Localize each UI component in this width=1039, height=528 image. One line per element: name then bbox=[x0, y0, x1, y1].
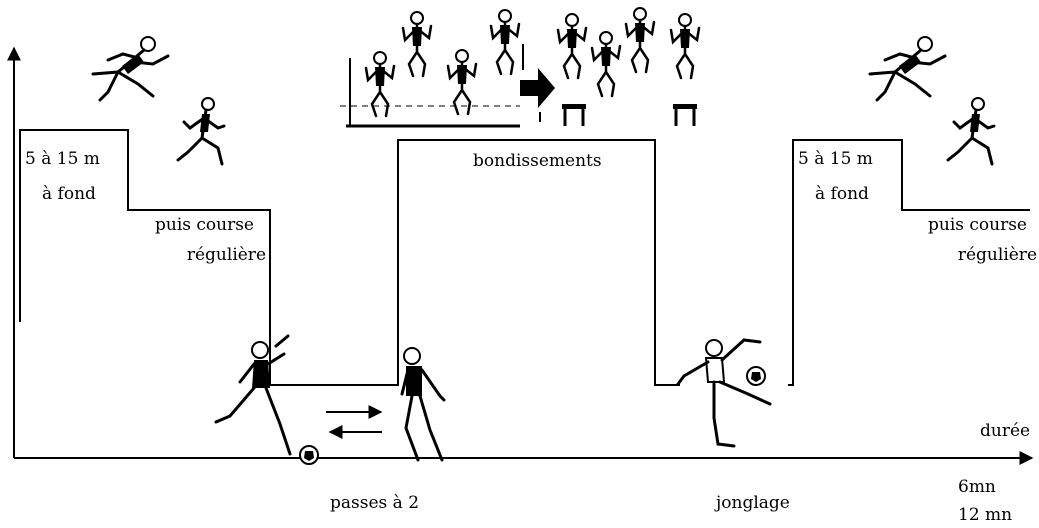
sprint-right-line2: à fond bbox=[815, 184, 869, 204]
hurdle-icon bbox=[560, 102, 588, 128]
duration-12mn: 12 mn bbox=[958, 505, 1013, 525]
x-axis-label: durée bbox=[980, 421, 1031, 441]
intensity-profile bbox=[19, 129, 680, 386]
jumper-icon bbox=[489, 8, 521, 76]
intensity-profile-right bbox=[788, 139, 1030, 386]
hurdle-icon bbox=[671, 102, 699, 128]
soccer-player-icon bbox=[214, 334, 292, 456]
jumps-label: bondissements bbox=[473, 151, 602, 171]
runner-icon bbox=[176, 96, 226, 166]
jumper-icon bbox=[446, 48, 478, 116]
duration-6mn: 6mn bbox=[958, 477, 996, 497]
sprint-left-line1: 5 à 15 m bbox=[25, 149, 100, 169]
soccer-player-icon bbox=[400, 347, 446, 462]
jumps-illustration bbox=[340, 6, 701, 128]
passes-label: passes à 2 bbox=[330, 493, 420, 513]
run-right-line1: puis course bbox=[927, 215, 1027, 235]
runner-icon bbox=[946, 96, 996, 166]
sprint-right-line1: 5 à 15 m bbox=[798, 149, 873, 169]
jumper-icon bbox=[669, 12, 701, 80]
sprinter-icon bbox=[91, 35, 170, 102]
jumper-icon bbox=[590, 30, 622, 98]
sprinter-icon bbox=[868, 35, 947, 102]
run-left-line1: puis course bbox=[154, 215, 254, 235]
jumper-icon bbox=[624, 6, 656, 74]
soccer-player-icon bbox=[676, 338, 772, 448]
arrow-icon bbox=[520, 68, 555, 108]
soccer-ball-icon bbox=[746, 366, 766, 386]
jumper-icon bbox=[556, 12, 588, 80]
jumper-icon bbox=[401, 10, 433, 78]
run-right-line2: régulière bbox=[957, 245, 1037, 265]
juggling-label: jonglage bbox=[716, 493, 790, 513]
soccer-ball-icon bbox=[299, 445, 319, 465]
sprint-left-line2: à fond bbox=[42, 184, 96, 204]
run-left-line2: régulière bbox=[186, 245, 266, 265]
